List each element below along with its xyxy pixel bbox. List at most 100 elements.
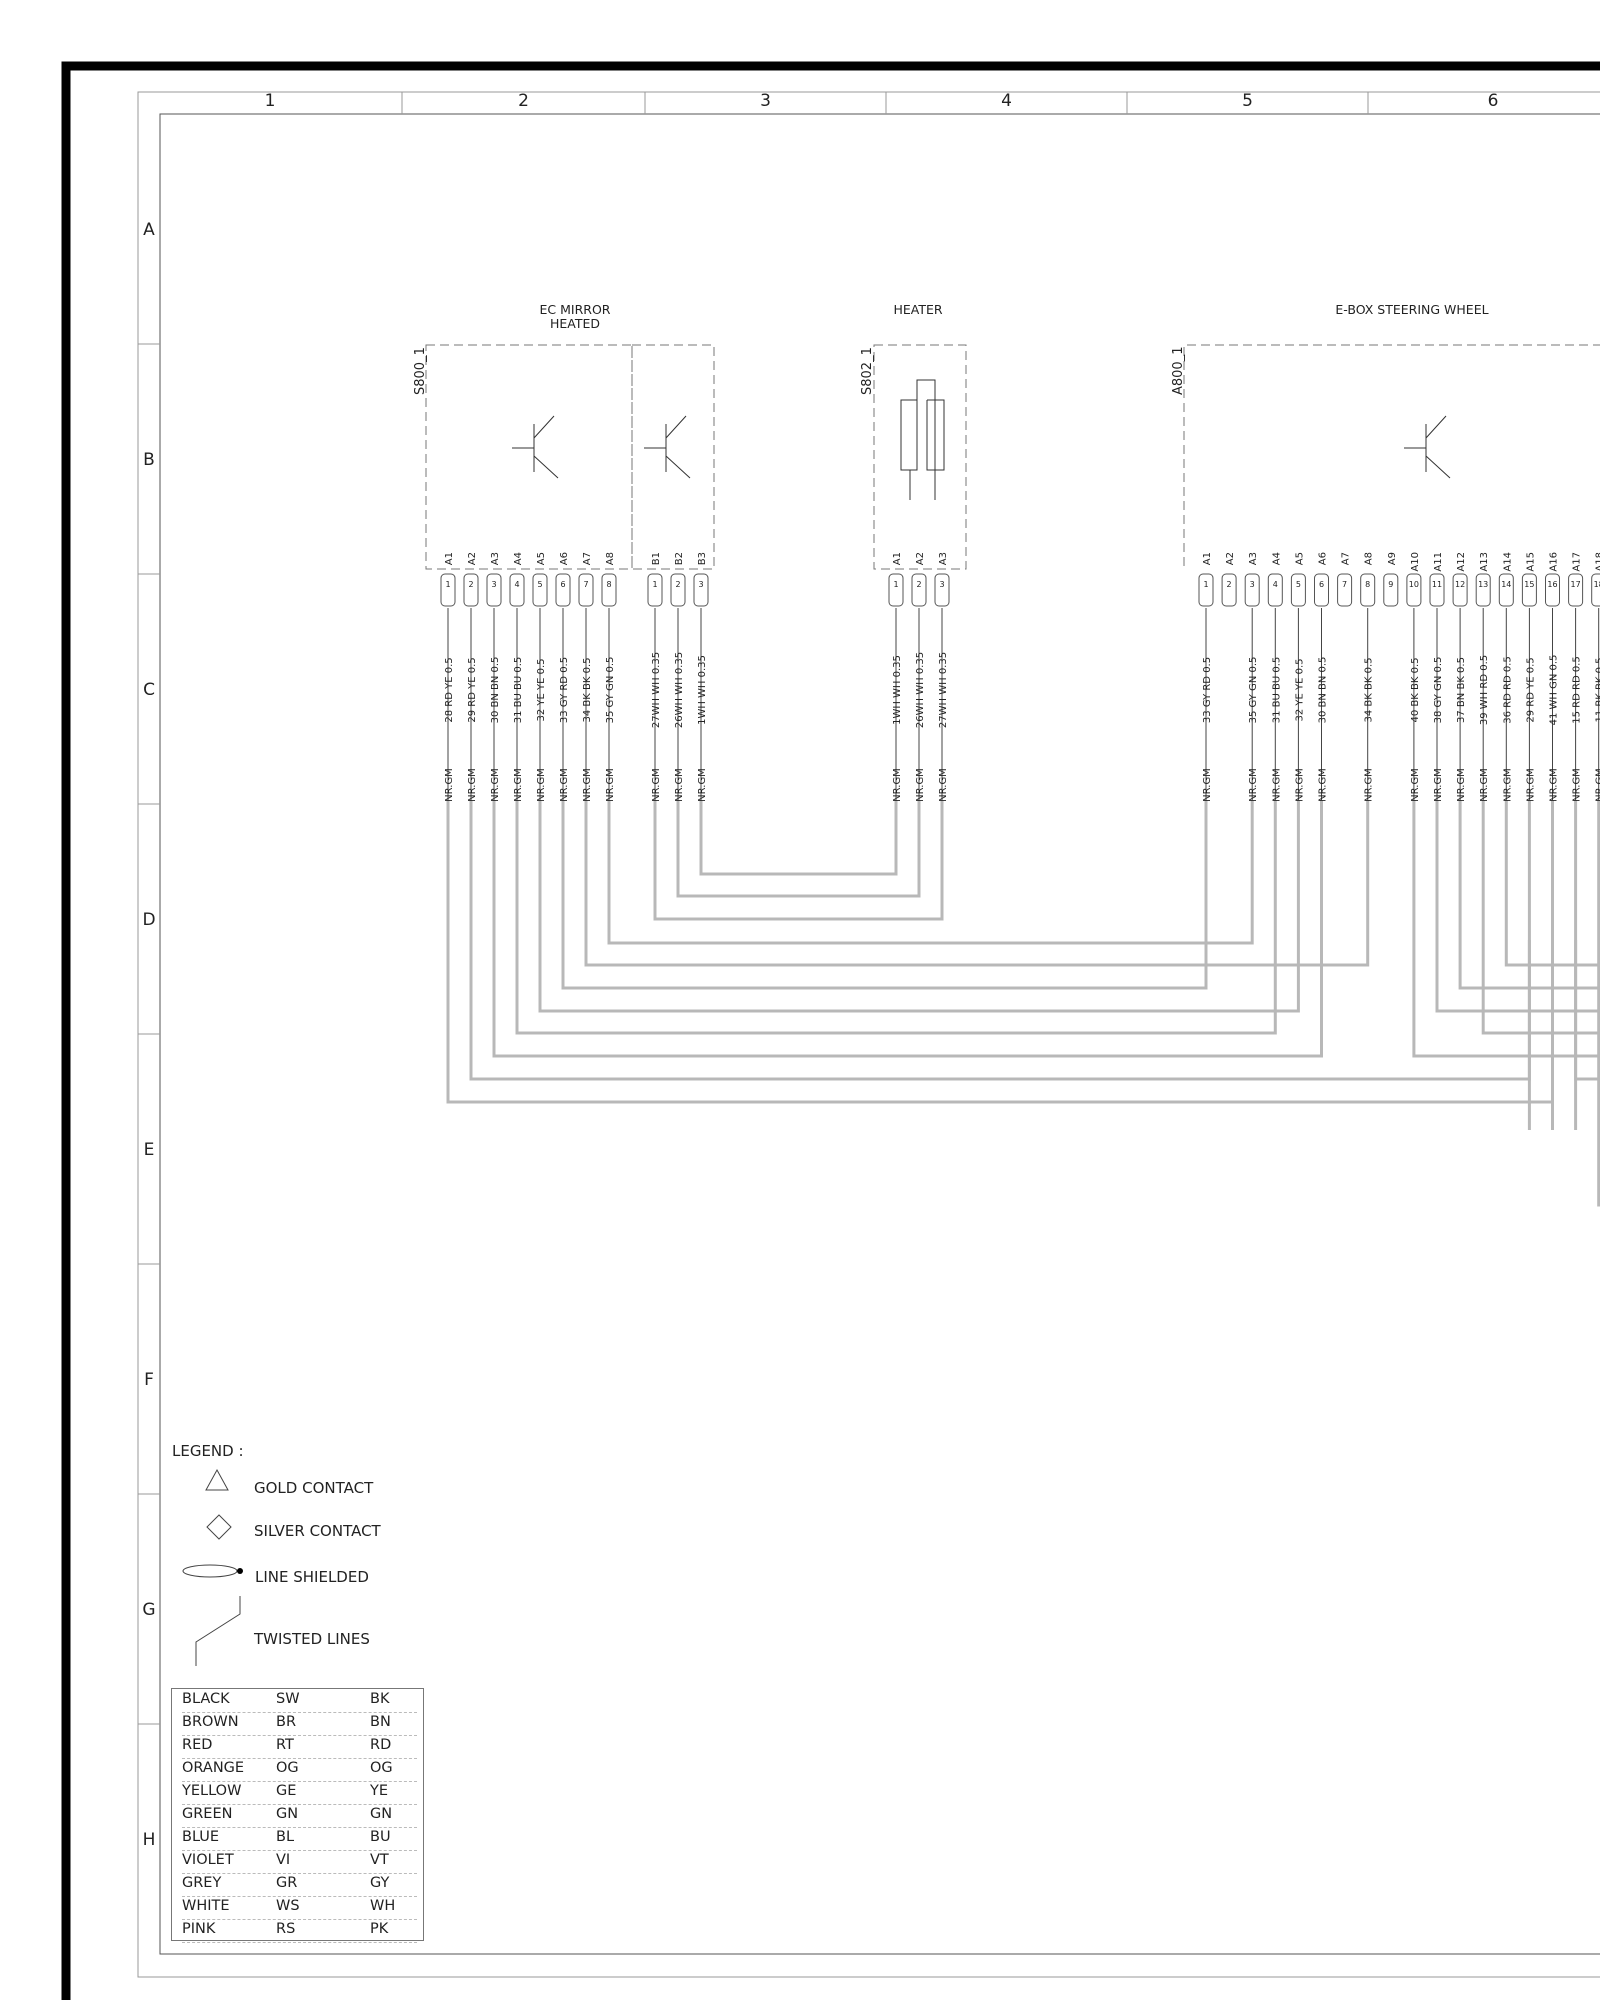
pin-number: 7 <box>1342 580 1347 589</box>
pin-label: A9 <box>1387 552 1398 565</box>
pin-number: 4 <box>1273 580 1278 589</box>
pin-label: A2 <box>915 552 926 565</box>
component-title: HEATER <box>893 302 942 317</box>
wire-label: 28 RD YE 0.5 <box>444 657 455 722</box>
pin-label: A1 <box>892 552 903 565</box>
pin-terminal <box>670 573 686 607</box>
pin-terminal <box>509 573 525 607</box>
pin-label: A2 <box>467 552 478 565</box>
routed-wire <box>699 800 898 876</box>
outer-frame <box>61 61 1600 2000</box>
routed-wire <box>1597 800 1600 1207</box>
pin-label: A10 <box>1410 552 1421 572</box>
wire-label: 31 BU BU 0.5 <box>1271 657 1282 724</box>
color-code-en: GY <box>370 1875 390 1891</box>
wire-label: 26WH WH 0.35 <box>915 652 926 728</box>
silver-contact-icon <box>206 1514 232 1540</box>
pin-terminal <box>463 573 479 607</box>
color-code-en: YE <box>370 1783 389 1799</box>
pin-label: B1 <box>651 552 662 565</box>
cable-label: NR.GM <box>1433 768 1444 802</box>
color-code-de: RS <box>276 1921 296 1937</box>
component-title: HEATED <box>550 316 600 331</box>
color-code-name: RED <box>182 1737 213 1753</box>
wire-label: 27WH WH 0.35 <box>938 652 949 728</box>
pin-number: 3 <box>939 580 944 589</box>
cable-label: NR.GM <box>1456 768 1467 802</box>
routed-wire <box>1458 800 1600 990</box>
wire-label: 36 RD RD 0.5 <box>1502 656 1513 723</box>
pin-terminal <box>647 573 663 607</box>
pin-number: 7 <box>583 580 588 589</box>
color-code-en: BN <box>370 1714 391 1730</box>
row-label: B <box>143 450 155 470</box>
pin-label: A7 <box>1341 552 1352 565</box>
legend-silver-contact: SILVER CONTACT <box>254 1522 381 1540</box>
cable-label: NR.GM <box>938 768 949 802</box>
pin-label: A2 <box>1225 552 1236 565</box>
pin-terminal <box>1498 573 1514 607</box>
pin-number: 10 <box>1409 580 1419 589</box>
color-code-name: PINK <box>182 1921 216 1937</box>
wire-label: 30 BN BN 0.5 <box>490 657 501 724</box>
pin-label: A4 <box>1271 552 1282 565</box>
pin-number: 1 <box>1203 580 1208 589</box>
row-label: D <box>142 910 155 930</box>
pin-number: 12 <box>1455 580 1465 589</box>
pin-label: A8 <box>605 552 616 565</box>
pin-terminal <box>532 573 548 607</box>
pin-terminal <box>1244 573 1260 607</box>
wire-label: 11 BK BK 0.5 <box>1595 658 1600 723</box>
color-code-name: WHITE <box>182 1898 230 1914</box>
color-code-en: GN <box>370 1806 393 1822</box>
routed-wire <box>676 800 921 898</box>
color-code-de: RT <box>276 1737 294 1753</box>
color-code-de: GE <box>276 1783 297 1799</box>
column-label: 6 <box>1488 91 1499 111</box>
gold-contact-icon <box>205 1468 229 1491</box>
cable-label: NR.GM <box>1318 768 1329 802</box>
pin-number: 16 <box>1547 580 1557 589</box>
cable-label: NR.GM <box>915 768 926 802</box>
pin-number: 1 <box>445 580 450 589</box>
wire-label: 41 WH GN 0.5 <box>1549 655 1560 726</box>
pin-terminal <box>1591 573 1600 607</box>
row-label: G <box>142 1600 155 1620</box>
pin-terminal <box>693 573 709 607</box>
pin-terminal <box>934 573 950 607</box>
transistor-symbol <box>1404 415 1451 479</box>
column-label: 1 <box>265 91 276 111</box>
pin-number: 6 <box>1319 580 1324 589</box>
cable-label: NR.GM <box>697 768 708 802</box>
routed-wire <box>538 800 1300 1013</box>
pin-terminal <box>1267 573 1283 607</box>
component-title: EC MIRROR <box>540 302 611 317</box>
pin-terminal <box>555 573 571 607</box>
wire-label: 34 BK BK 0.5 <box>582 658 593 723</box>
column-label: 3 <box>760 91 771 111</box>
pin-terminal <box>1337 573 1353 607</box>
pin-number: 4 <box>514 580 519 589</box>
pin-label: A12 <box>1456 552 1467 572</box>
routed-wire <box>1481 800 1600 1035</box>
cable-label: NR.GM <box>490 768 501 802</box>
legend-title: LEGEND : <box>172 1442 244 1460</box>
routed-wire <box>607 800 1254 945</box>
pin-terminal <box>888 573 904 607</box>
wire-label: 1WH WH 0.35 <box>697 655 708 725</box>
pin-label: A18 <box>1595 552 1600 572</box>
transistor-symbol <box>644 415 691 479</box>
cable-label: NR.GM <box>1248 768 1259 802</box>
wire-label: 26WH WH 0.35 <box>674 652 685 728</box>
pin-number: 5 <box>537 580 542 589</box>
pin-number: 9 <box>1388 580 1393 589</box>
ec-mirror-box-a <box>425 344 633 570</box>
routed-wire <box>1435 800 1600 1013</box>
pin-terminal <box>1429 573 1445 607</box>
wire-label: 35 GY GN 0.5 <box>605 657 616 724</box>
cable-label: NR.GM <box>1572 768 1583 802</box>
